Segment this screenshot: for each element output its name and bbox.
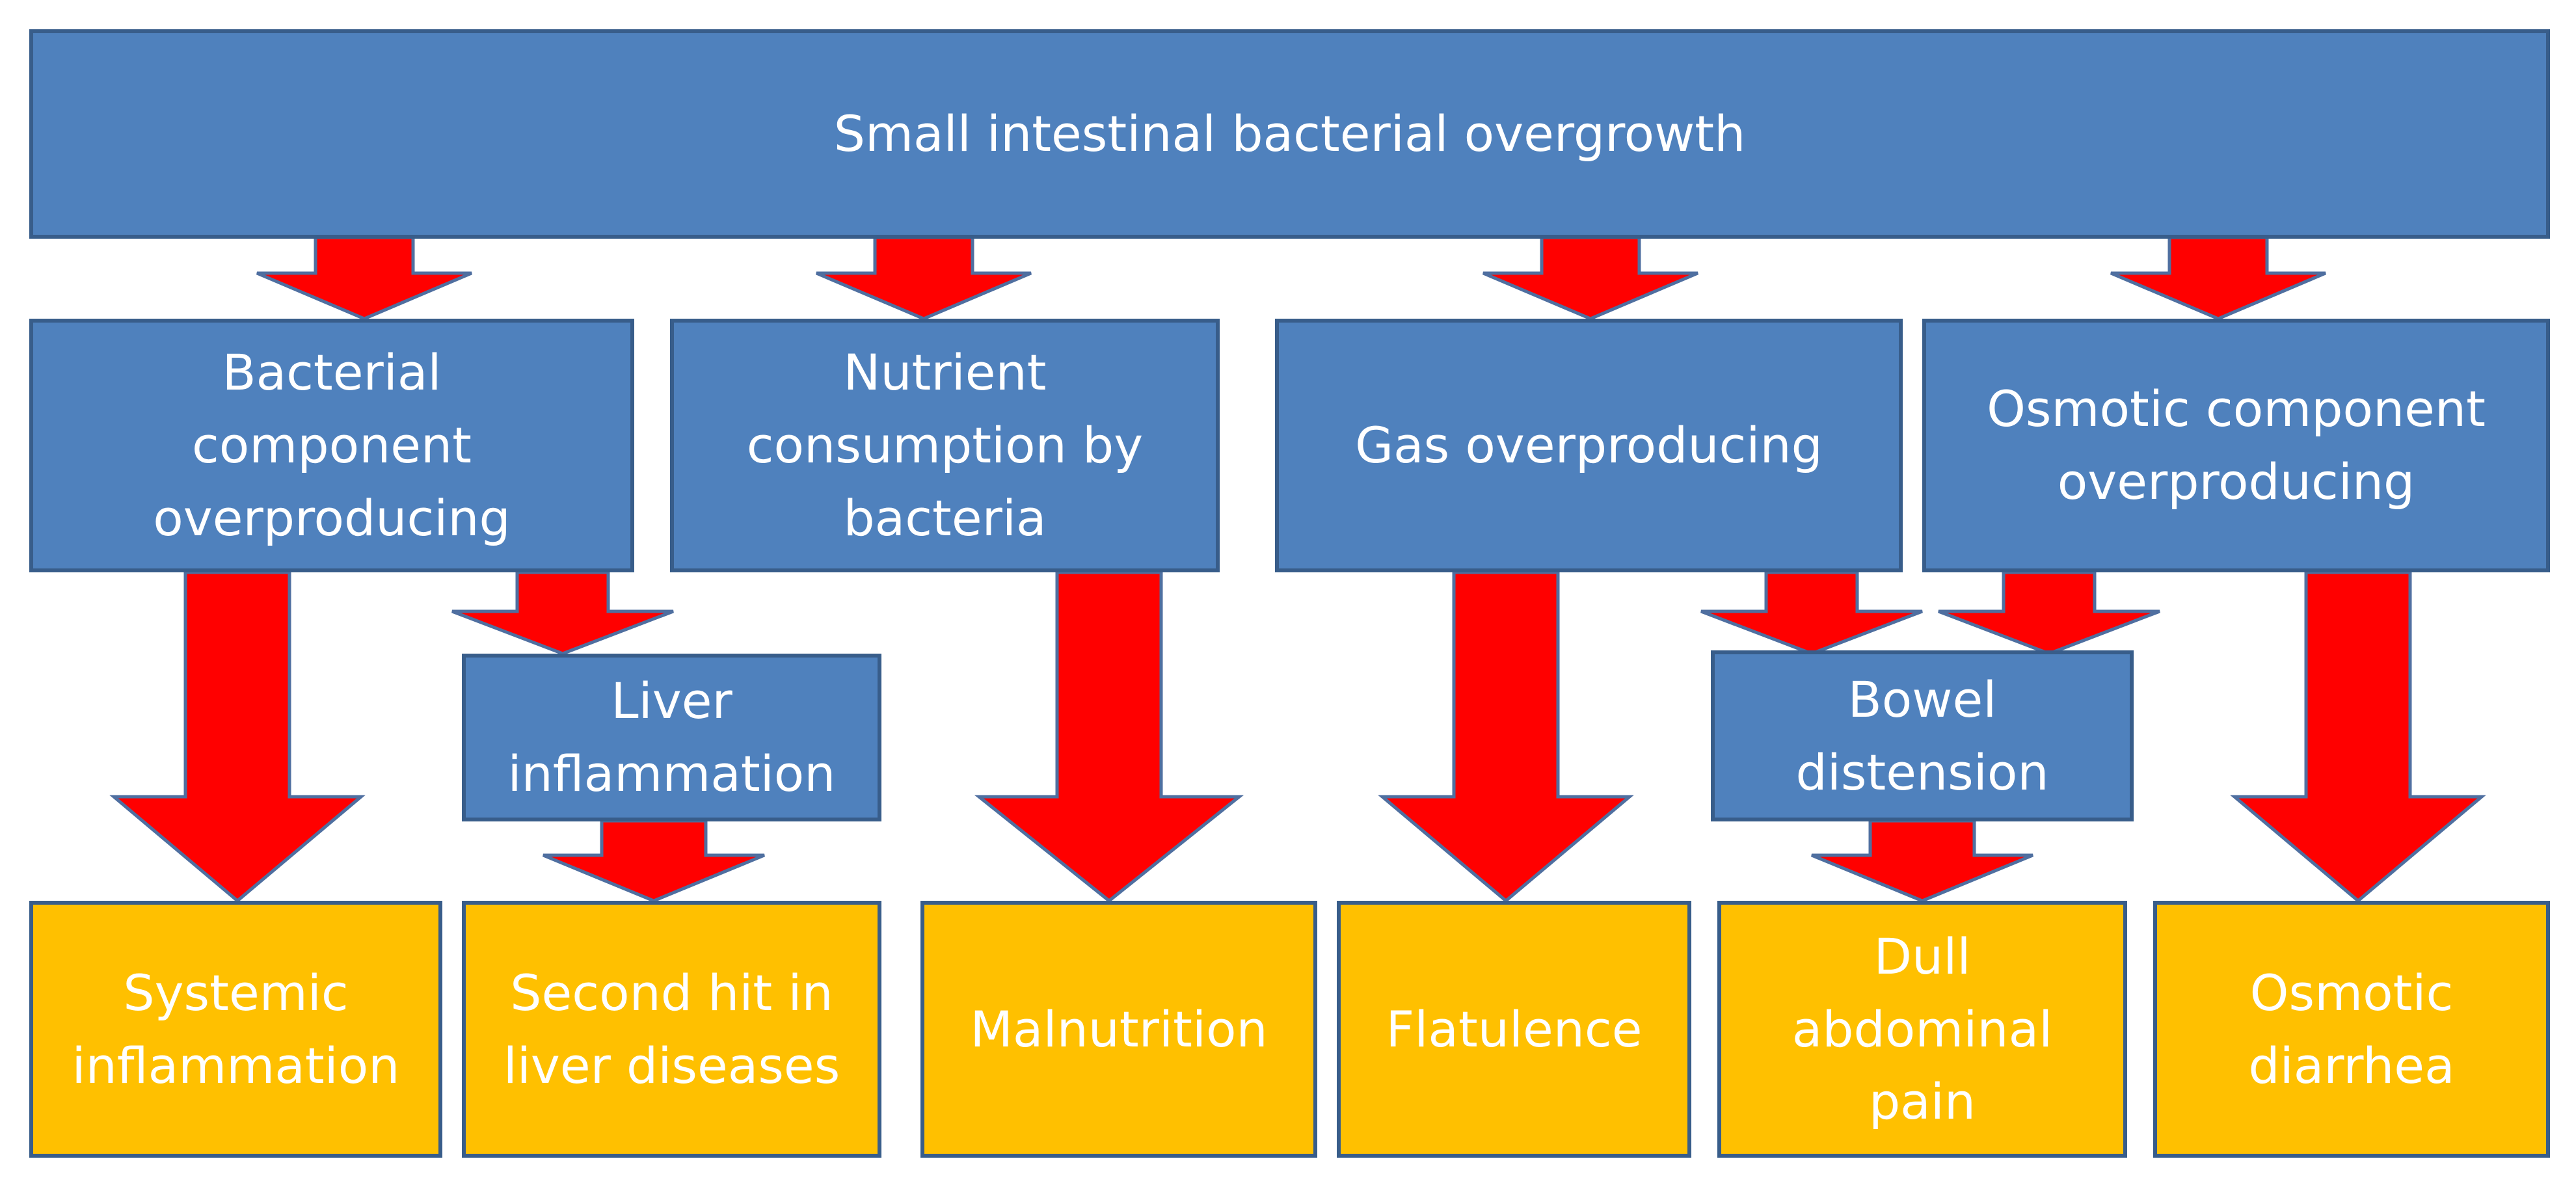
outcome-malnutrition: Malnutrition <box>920 901 1317 1158</box>
arrow-bowel-distension-to-dull-pain <box>1811 819 2033 903</box>
outcome-second-hit-liver-label: Second hit in liver diseases <box>503 963 840 1095</box>
arrow-gas-to-flatulence <box>1378 570 1634 903</box>
mechanism-osmotic-component: Osmotic component overproducing <box>1922 319 2550 572</box>
mechanism-osmotic-component-label: Osmotic component overproducing <box>1987 380 2486 511</box>
arrow-root-to-nutrient-consumption <box>816 235 1032 321</box>
arrow-root-to-osmotic-component <box>2110 235 2326 321</box>
outcome-systemic-inflammation: Systemic inflammation <box>29 901 442 1158</box>
intermediate-liver-inflammation: Liver inflammation <box>462 654 881 821</box>
outcome-flatulence-label: Flatulence <box>1386 1000 1643 1058</box>
arrow-bacterial-to-liver-inflammation <box>451 570 674 656</box>
intermediate-bowel-distension-label: Bowel distension <box>1795 670 2049 801</box>
arrow-liver-inflammation-to-second-hit <box>543 819 765 903</box>
mechanism-gas-overproducing: Gas overproducing <box>1275 319 1903 572</box>
arrow-osmotic-to-bowel-distension <box>1938 570 2160 656</box>
outcome-malnutrition-label: Malnutrition <box>970 1000 1268 1058</box>
outcome-systemic-inflammation-label: Systemic inflammation <box>72 963 400 1095</box>
intermediate-bowel-distension: Bowel distension <box>1711 650 2134 821</box>
outcome-dull-abdominal-pain-label: Dull abdominal pain <box>1791 927 2053 1131</box>
arrow-gas-to-bowel-distension <box>1700 570 1923 656</box>
mechanism-bacterial-component: Bacterial component overproducing <box>29 319 634 572</box>
outcome-flatulence: Flatulence <box>1337 901 1691 1158</box>
mechanism-bacterial-component-label: Bacterial component overproducing <box>153 343 511 547</box>
mechanism-nutrient-consumption-label: Nutrient consumption by bacteria <box>746 343 1144 547</box>
arrow-bacterial-to-systemic-inflammation <box>109 570 366 903</box>
outcome-osmotic-diarrhea: Osmotic diarrhea <box>2153 901 2550 1158</box>
mechanism-gas-overproducing-label: Gas overproducing <box>1355 416 1823 475</box>
outcome-osmotic-diarrhea-label: Osmotic diarrhea <box>2248 963 2455 1095</box>
root-node-sibo: Small intestinal bacterial overgrowth <box>29 29 2550 239</box>
arrow-root-to-bacterial-component <box>256 235 472 321</box>
outcome-dull-abdominal-pain: Dull abdominal pain <box>1717 901 2127 1158</box>
arrow-root-to-gas <box>1483 235 1698 321</box>
mechanism-nutrient-consumption: Nutrient consumption by bacteria <box>670 319 1220 572</box>
root-node-label: Small intestinal bacterial overgrowth <box>833 105 1746 163</box>
arrow-osmotic-to-diarrhea <box>2230 570 2486 903</box>
intermediate-liver-inflammation-label: Liver inflammation <box>507 672 836 803</box>
arrow-nutrient-to-malnutrition <box>974 570 1244 903</box>
outcome-second-hit-liver: Second hit in liver diseases <box>462 901 881 1158</box>
